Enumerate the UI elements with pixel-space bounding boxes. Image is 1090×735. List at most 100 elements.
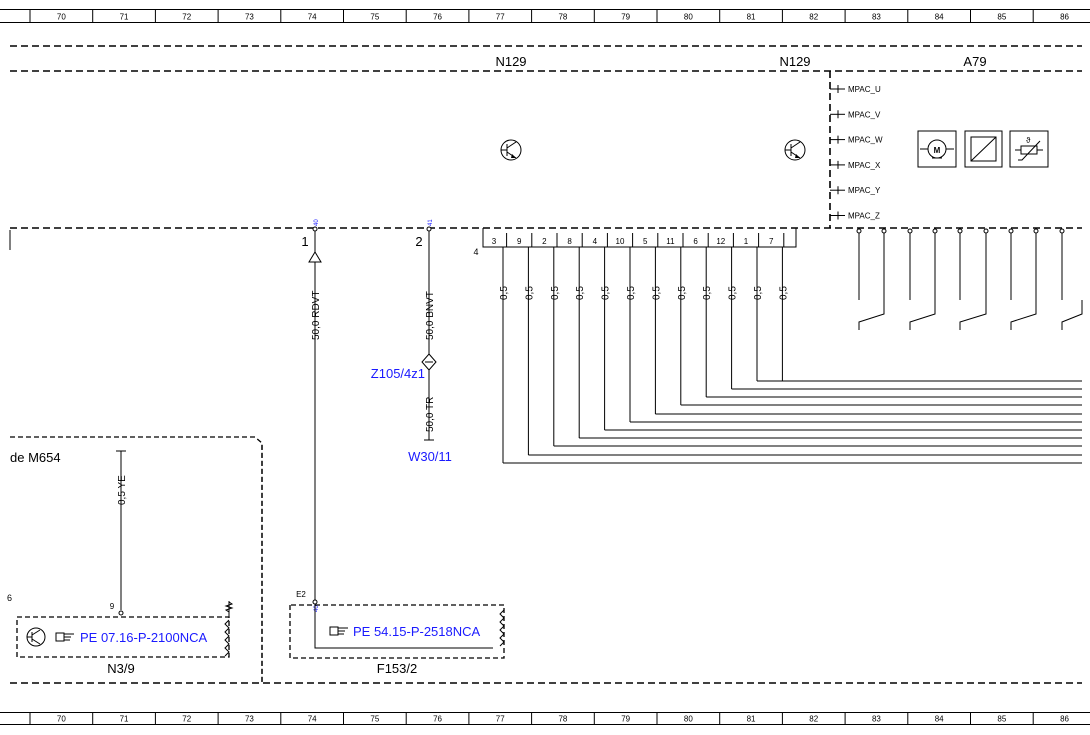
transistor-icon	[26, 627, 46, 647]
ruler-column-label: 85	[997, 715, 1006, 724]
bundle-wire-label: 0,5	[601, 286, 612, 300]
block-pin-label: 7	[769, 237, 774, 246]
left-edge-digit: 6	[7, 593, 12, 603]
ruler-column-label: 75	[370, 13, 379, 22]
ruler-column-label: 83	[872, 13, 881, 22]
svg-text:M: M	[934, 146, 941, 155]
block-pin-label: 6	[693, 237, 698, 246]
wire-rdvt: 50,0 RDVT	[308, 231, 322, 600]
ruler-column-label: 74	[308, 715, 317, 724]
bundle-wire-label: 0,5	[778, 286, 789, 300]
ruler-column-label: 71	[120, 13, 129, 22]
bundle-wire-label: 0,5	[753, 286, 764, 300]
svg-text:50,0 BNVT: 50,0 BNVT	[425, 291, 436, 340]
ruler-column-label: 86	[1060, 13, 1069, 22]
wire-ye: 0,5 YE 9	[110, 450, 128, 616]
mpac-pin-label: MPAC_Z	[848, 212, 880, 221]
mpac-connector: MPAC_U MPAC_V MPAC_W MPAC_X MPAC_Y MPAC_Z	[830, 85, 883, 221]
ruler-column-label: 76	[433, 13, 442, 22]
block-pin-label: 10	[616, 237, 625, 246]
connector-pin-2: 2 41	[415, 219, 434, 249]
pin-e2: E2	[296, 590, 306, 599]
connector-pin-1: 1 40	[301, 219, 320, 249]
ruler-column-label: 81	[747, 13, 756, 22]
bundle-wire-label: 0,5	[702, 286, 713, 300]
bundle-wire-label: 0,5	[575, 286, 586, 300]
mpac-pin-label: MPAC_U	[848, 85, 881, 94]
ruler-column-label: 76	[433, 715, 442, 724]
component-label-f153-2: F153/2	[377, 661, 417, 676]
bundle-wire-label: 0,5	[651, 286, 662, 300]
svg-text:41: 41	[428, 219, 434, 226]
reference-w30[interactable]: W30/11	[408, 449, 452, 464]
mpac-pin-label: MPAC_W	[848, 136, 883, 145]
transistor-icon	[784, 139, 806, 161]
pointing-hand-icon	[55, 632, 74, 642]
block-pin-label: 3	[492, 237, 497, 246]
connector-pin-4: 4	[473, 247, 478, 257]
ruler-column-label: 81	[747, 715, 756, 724]
bundle-wire-label: 0,5	[677, 286, 688, 300]
block-pin-label: 5	[643, 237, 648, 246]
svg-text:ϑ: ϑ	[1026, 136, 1031, 145]
component-label-a79: A79	[963, 54, 986, 69]
ruler-column-label: 84	[935, 13, 944, 22]
reference-z105[interactable]: Z105/4z1	[371, 366, 425, 381]
ruler-column-label: 75	[370, 715, 379, 724]
block-pin-label: 9	[517, 237, 522, 246]
mpac-pin-label: MPAC_X	[848, 161, 881, 170]
mpac-pin-label: MPAC_Y	[848, 186, 881, 195]
svg-text:0,5 YE: 0,5 YE	[117, 475, 128, 505]
ruler-column-label: 73	[245, 715, 254, 724]
ruler-column-label: 72	[182, 715, 191, 724]
converter-icon	[964, 130, 1003, 168]
ruler-column-label: 74	[308, 13, 317, 22]
block-pin-label: 12	[716, 237, 725, 246]
ruler-column-label: 80	[684, 13, 693, 22]
ruler-column-label: 70	[57, 715, 66, 724]
reference-pe-54[interactable]: PE 54.15-P-2518NCA	[353, 624, 481, 639]
ruler-column-label: 85	[997, 13, 1006, 22]
svg-text:2: 2	[415, 234, 422, 249]
block-pin-label: 4	[593, 237, 598, 246]
ruler-column-label: 77	[496, 715, 505, 724]
ruler-column-label: 80	[684, 715, 693, 724]
bundle-wire-label: 0,5	[626, 286, 637, 300]
component-f153-2: E2 40 PE 54.15-P-2518NCA F153/2	[289, 590, 505, 676]
motor-icon: M	[917, 130, 957, 168]
svg-text:50,0 RDVT: 50,0 RDVT	[311, 291, 322, 340]
svg-text:1: 1	[301, 234, 308, 249]
ruler-column-label: 86	[1060, 715, 1069, 724]
a79-output-wires	[856, 228, 1083, 330]
block-pin-label: 8	[567, 237, 572, 246]
wire-bnvt: 50,0 BNVT	[425, 231, 436, 355]
reference-pe-07[interactable]: PE 07.16-P-2100NCA	[80, 630, 208, 645]
pin-9: 9	[110, 602, 115, 611]
component-label-n129-left: N129	[495, 54, 526, 69]
pin-block: 3 9 2 8 4 10 5 11 6 12 1 7	[482, 228, 797, 248]
svg-text:40: 40	[314, 219, 320, 226]
mpac-pin-label: MPAC_V	[848, 110, 881, 119]
block-pin-label: 2	[542, 237, 547, 246]
ruler-column-label: 79	[621, 715, 630, 724]
block-pin-label: 11	[666, 237, 675, 246]
ruler-column-label: 79	[621, 13, 630, 22]
ruler-column-label: 70	[57, 13, 66, 22]
bundle-wire-label: 0,5	[524, 286, 535, 300]
ruler-column-label: 78	[558, 13, 567, 22]
bundle-wire-label: 0,5	[499, 286, 510, 300]
component-label-n3-9: N3/9	[107, 661, 134, 676]
ruler-column-label: 77	[496, 13, 505, 22]
transistor-icon	[500, 139, 522, 161]
ruler-column-label: 83	[872, 715, 881, 724]
block-pin-label: 1	[744, 237, 749, 246]
module-m654: de M654	[10, 436, 263, 683]
module-label-m654: de M654	[10, 450, 61, 465]
bundle-wire-label: 0,5	[728, 286, 739, 300]
component-n3-9: 6 PE 07.16-P-2100NCA N3/9	[7, 593, 234, 676]
pointing-hand-icon	[329, 626, 348, 636]
ruler-column-label: 73	[245, 13, 254, 22]
